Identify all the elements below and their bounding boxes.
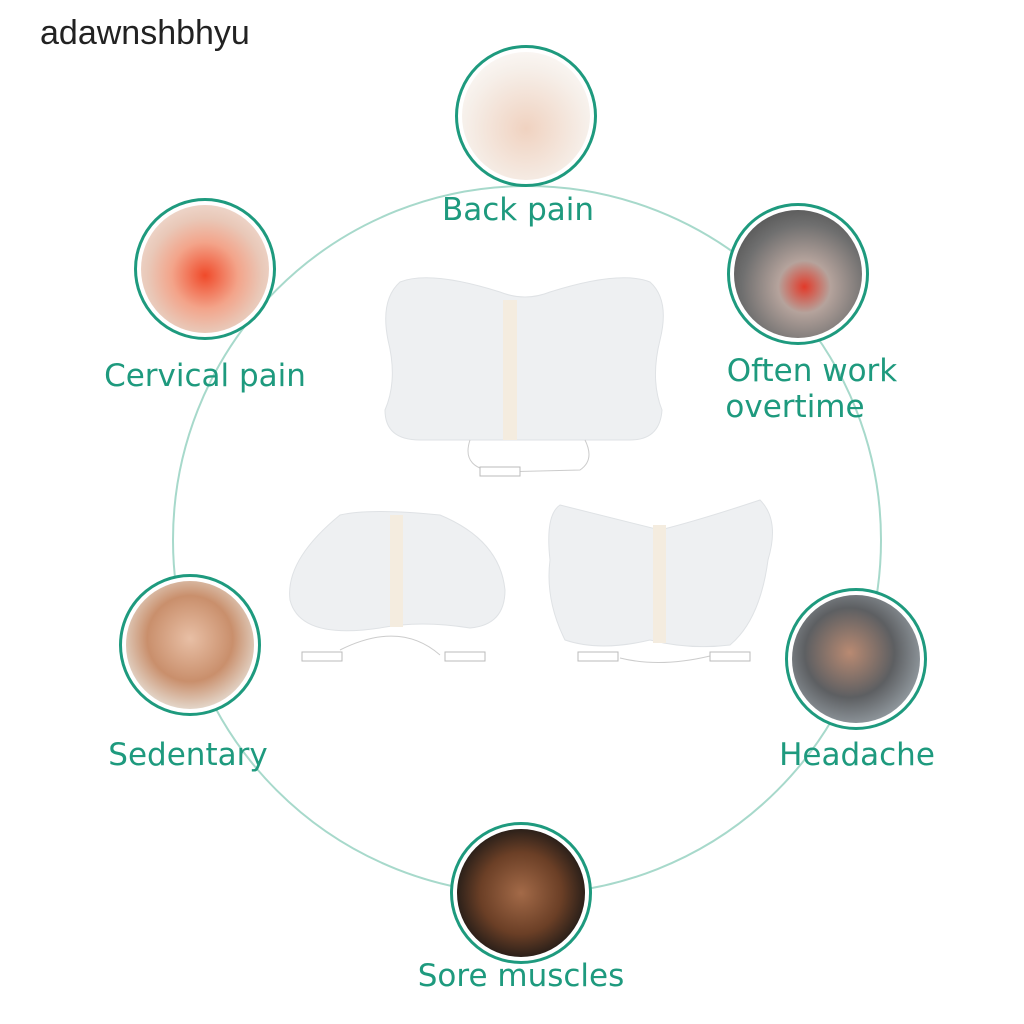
sore-muscles-photo [450,822,592,964]
cervical-pain-photo [134,198,276,340]
label-headache: Headache [779,737,935,773]
label-back-pain: Back pain [441,192,595,228]
watermark: adawnshbhyu [40,14,250,52]
butterfly-pad-small [289,511,506,662]
label-often-work: Often work [726,353,898,389]
butterfly-pad-medium [548,499,773,663]
sedentary-photo [119,574,261,716]
butterfly-pad-large [384,277,664,477]
label-sore-muscles: Sore muscles [417,958,625,994]
overtime-photo [727,203,869,345]
label-cervical-pain: Cervical pain [104,358,306,394]
headache-photo [785,588,927,730]
label-sedentary: Sedentary [108,737,268,773]
back-pain-photo [455,45,597,187]
label-overtime: overtime [725,389,865,425]
